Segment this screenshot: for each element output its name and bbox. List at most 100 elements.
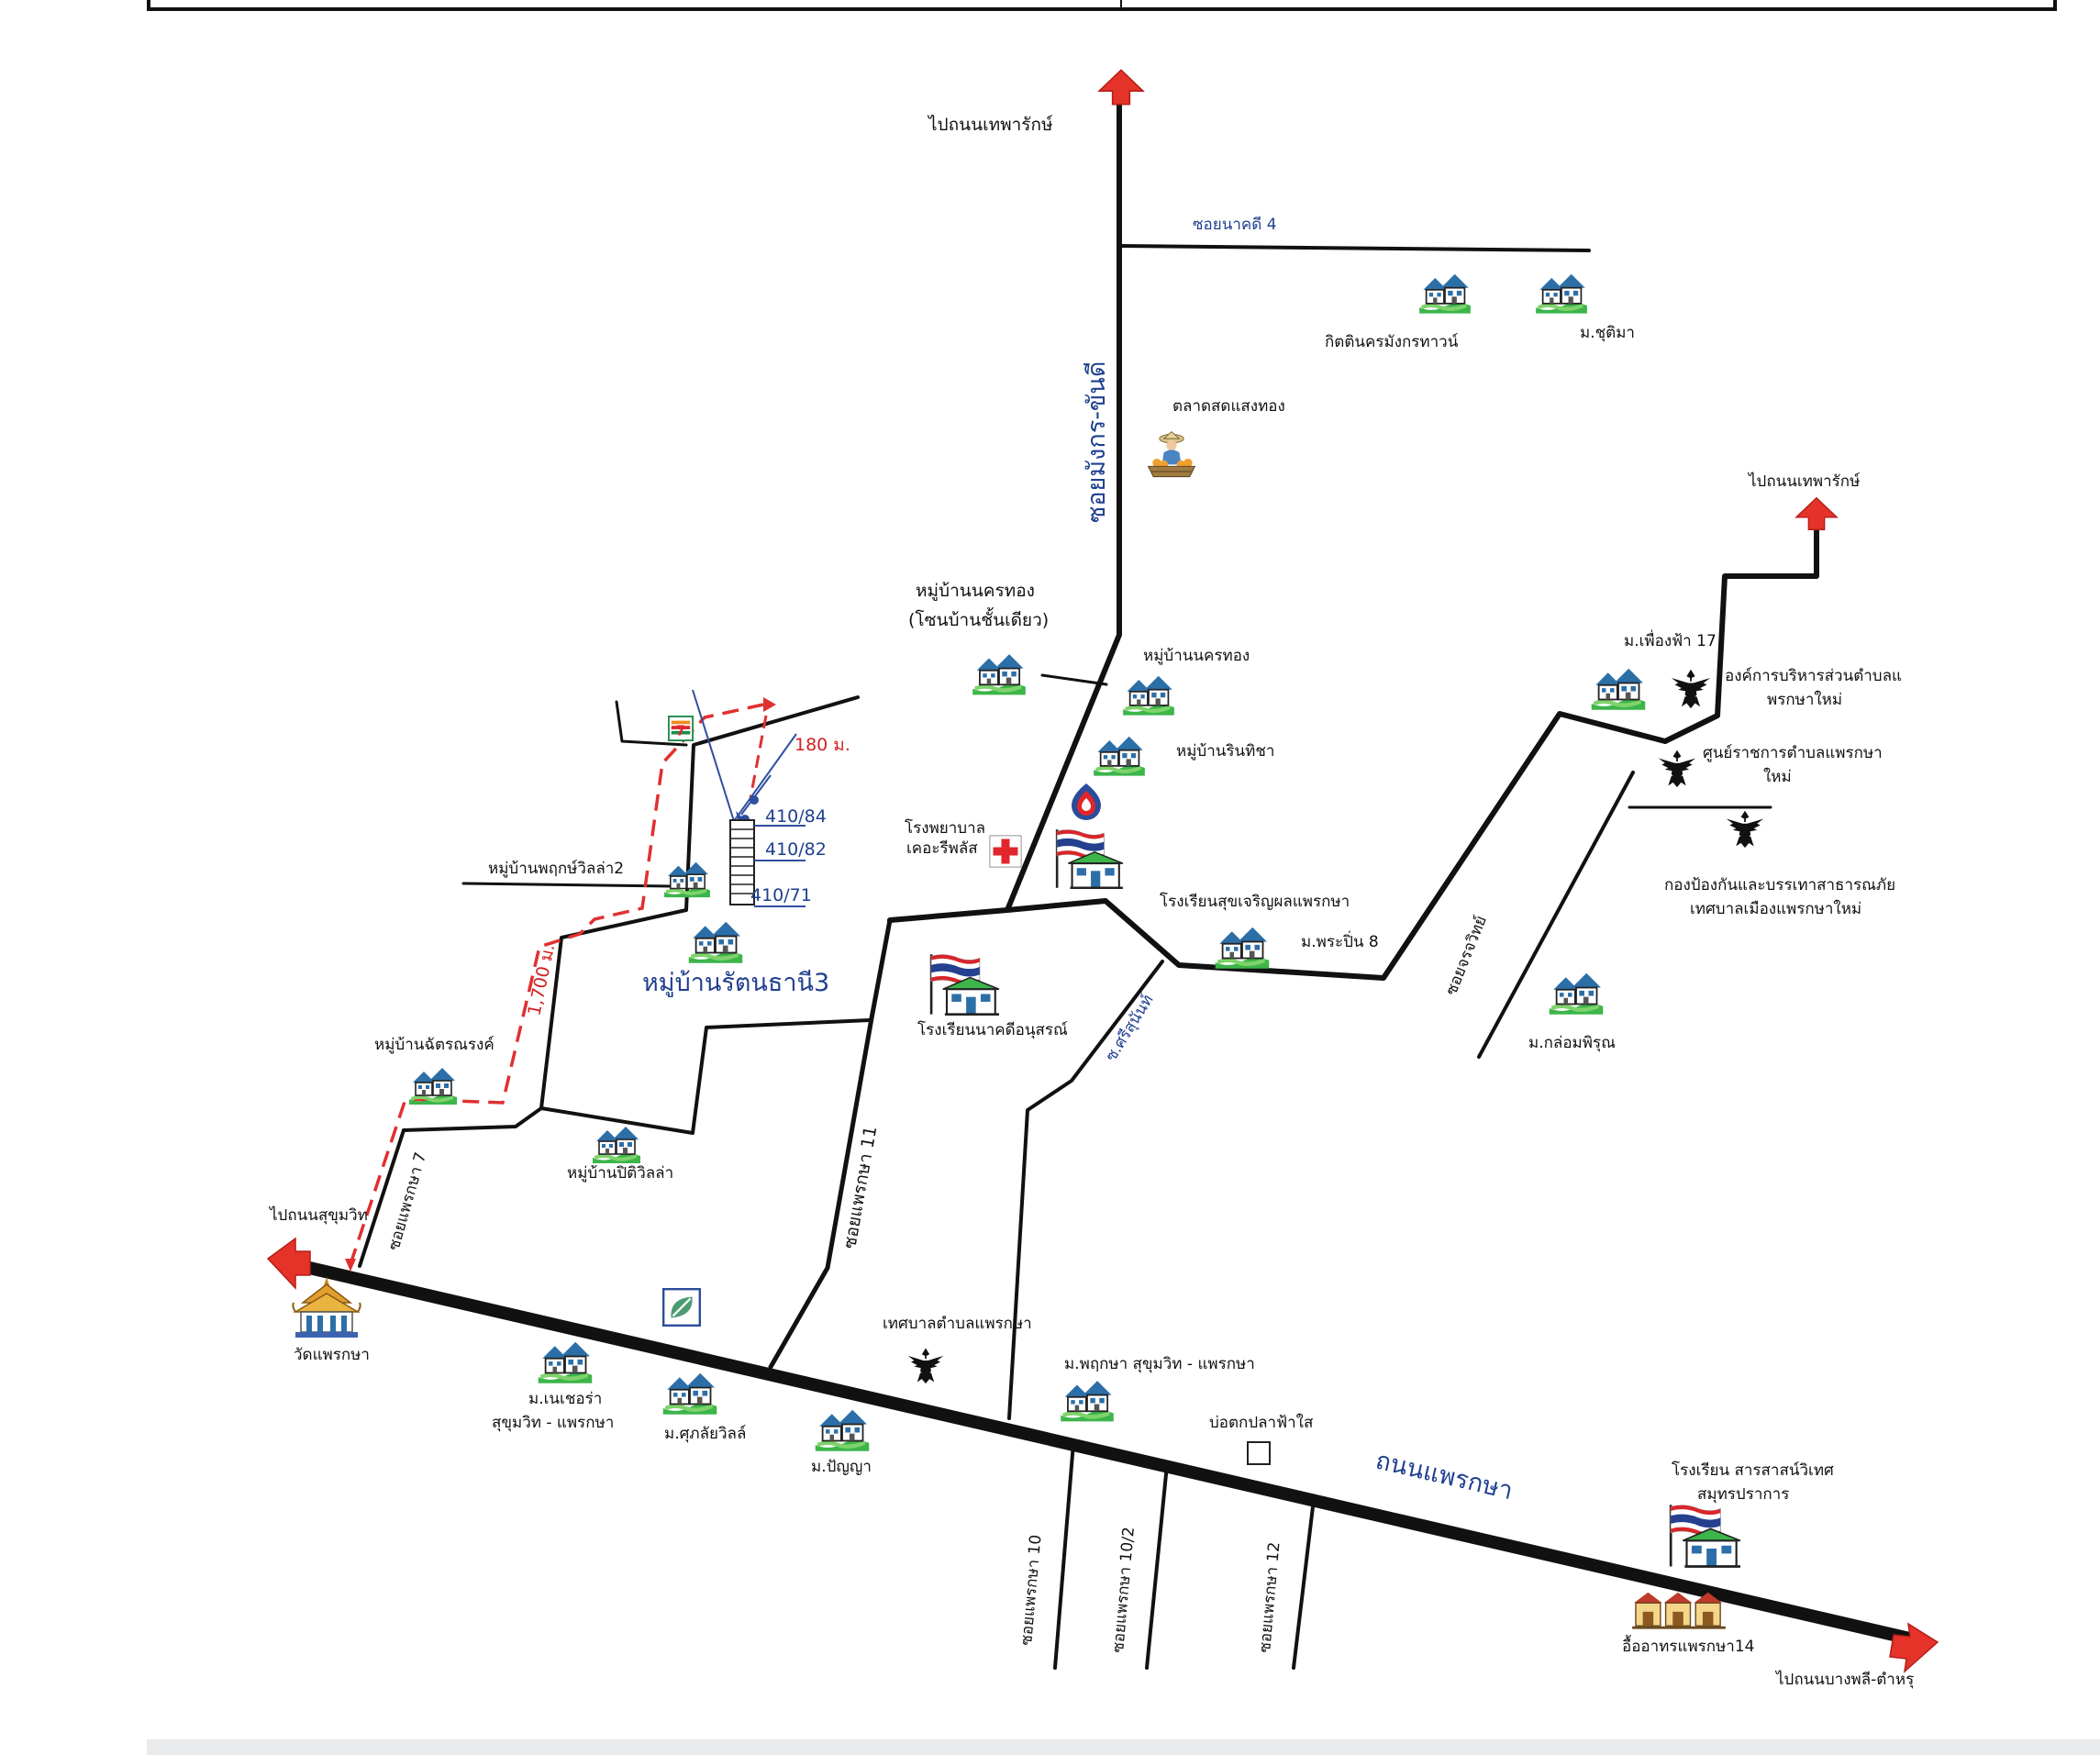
soi-10-2-label: ซอยแพรกษา 10/2 [1109, 1527, 1139, 1654]
soi-phraeksa-7[interactable] [358, 1128, 406, 1268]
sarasas-label-1: โรงเรียน สารสาสน์วิเทศ [1672, 1461, 1834, 1480]
hospital-label-2: เคอะรีพลัส [906, 839, 978, 858]
arrow-west-icon [266, 1237, 311, 1290]
garuda-icon[interactable] [1726, 810, 1764, 849]
phuksa-villa2-label: หมู่บ้านพฤกษ์วิลล่า2 [488, 860, 624, 878]
convenience-store-icon[interactable] [668, 716, 694, 741]
wat-label: วัดแพรกษา [294, 1346, 370, 1364]
red-cross-icon[interactable] [989, 835, 1022, 868]
house-icon[interactable] [1548, 972, 1605, 1016]
house-icon[interactable] [537, 1340, 594, 1384]
scan-band [147, 1739, 2100, 1755]
nakhon4-label: ซอยนาคดี 4 [1193, 216, 1277, 234]
to-thepharak-top-label: ไปถนนเทพารักษ์ [927, 115, 1053, 135]
house-icon[interactable] [972, 653, 1027, 696]
mangkon-road[interactable] [1005, 103, 1122, 913]
soi-charoen-label: ซอยจรจวิทย์ [1442, 914, 1491, 998]
gas-station-icon[interactable] [1072, 783, 1101, 820]
center-label-2: ใหม่ [1763, 767, 1792, 786]
garuda-icon[interactable] [1658, 750, 1696, 788]
kitti-label: กิตตินครมังกรทาวน์ [1325, 333, 1459, 351]
nakhonthong-single-sub-label: (โซนบ้านชั้นเดียว) [908, 607, 1049, 630]
hospital-label-1: โรงพยาบาล [905, 818, 985, 838]
arrow-northeast-icon [1795, 496, 1838, 531]
soi-10[interactable] [1053, 1441, 1075, 1670]
piti-villa-label: หมู่บ้านปิติวิลล่า [567, 1164, 673, 1183]
school-flag-icon[interactable] [929, 952, 1001, 1016]
soi-charoen[interactable] [1477, 771, 1635, 1059]
pond-marker-icon[interactable] [1247, 1441, 1271, 1465]
house-icon[interactable] [1122, 674, 1175, 716]
to-thepharak-right-label: ไปถนนเทพารักษ์ [1747, 472, 1861, 491]
top-left-road[interactable] [615, 700, 688, 747]
nakhonthong-single-label: หมู่บ้านนครทอง [916, 581, 1035, 601]
house-icon[interactable] [661, 1372, 718, 1416]
soi-phraeksa-11[interactable] [768, 917, 893, 1370]
house-icon[interactable] [1535, 272, 1588, 315]
branch-nakhonthong[interactable] [1040, 673, 1108, 686]
market-label: ตลาดสดแสงทอง [1172, 397, 1285, 416]
house-icon[interactable] [1214, 926, 1271, 970]
supalai-label: ม.ศุภลัยวิลล์ [664, 1425, 746, 1443]
left-road-b[interactable] [539, 695, 860, 1110]
soi-phraeksa-11-label: ซอยแพรกษา 11 [839, 1125, 881, 1250]
neocha-label-2: สุขุมวิท - แพรกษา [492, 1414, 614, 1432]
phuksa-road[interactable] [461, 882, 673, 888]
temple-icon[interactable] [292, 1276, 361, 1338]
house-icon[interactable] [687, 920, 744, 964]
soi-12-label: ซอยแพรกษา 12 [1256, 1541, 1283, 1653]
center-label-1: ศูนย์ราชการตำบลแพรกษา [1703, 744, 1883, 762]
disaster-label-2: เทศบาลเมืองแพรกษาใหม่ [1690, 899, 1861, 918]
main-road-label: ถนนแพรกษา [1372, 1447, 1515, 1505]
obt-label-1: องค์การบริหารส่วนตำบลแ [1725, 667, 1902, 685]
soi-10-label: ซอยแพรกษา 10 [1017, 1534, 1045, 1646]
school-nakhonu-label: โรงเรียนนาคดีอนุสรณ์ [917, 1020, 1068, 1039]
house-icon[interactable] [814, 1408, 871, 1452]
house-number-a: 410/84 [765, 806, 827, 827]
garuda-icon[interactable] [1671, 669, 1711, 709]
house-callouts [692, 689, 806, 907]
map-labels: ไปถนนเทพารักษ์ ไปถนนเทพารักษ์ ไปถนนสุขุม… [268, 115, 1914, 1689]
house-icon[interactable] [408, 1067, 458, 1105]
rinthida-label: หมู่บ้านรินทิชา [1176, 742, 1274, 761]
ring-road[interactable] [887, 513, 1819, 981]
house-icon[interactable] [1418, 272, 1472, 315]
page-frame [147, 0, 2057, 11]
nakhon4-road[interactable] [1117, 244, 1591, 252]
phruksa-label: ม.พฤกษา สุขุมวิท - แพรกษา [1064, 1355, 1255, 1373]
soi-10-2[interactable] [1145, 1463, 1169, 1670]
house-icon[interactable] [592, 1126, 641, 1164]
panya-label: ม.ปัญญา [811, 1458, 872, 1476]
school-flag-icon[interactable] [1669, 1503, 1742, 1568]
to-bangphli-label: ไปถนนบางพลี-ตำหรุ [1774, 1670, 1914, 1689]
garuda-icon[interactable] [907, 1348, 944, 1384]
chatnarong-label: หมู่บ้านฉัตรณรงค์ [374, 1036, 494, 1054]
rattanathani3-label: หมู่บ้านรัตนธานี3 [642, 969, 829, 997]
disaster-label-1: กองป้องกันและบรรเทาสาธารณภัย [1664, 876, 1895, 894]
sarasas-label-2: สมุทรปราการ [1697, 1485, 1789, 1504]
soi-sri[interactable] [1007, 960, 1164, 1420]
house-icon[interactable] [1060, 1380, 1115, 1423]
market-vendor-icon[interactable] [1148, 431, 1195, 478]
map-icons [292, 272, 1764, 1629]
house-icon[interactable] [1590, 667, 1647, 711]
left-road-a[interactable] [402, 1018, 872, 1135]
bank-logo-icon[interactable] [662, 1288, 701, 1327]
apartments-label: อื้ออาทรแพรกษา14 [1622, 1635, 1754, 1656]
house-icon[interactable] [1093, 735, 1146, 777]
soi-12[interactable] [1292, 1497, 1316, 1670]
arrow-north-icon [1098, 69, 1144, 106]
main-road[interactable] [287, 1258, 1924, 1647]
house-number-b: 410/82 [765, 839, 827, 860]
arrow-east-icon [1889, 1622, 1939, 1673]
chutima-label: ม.ชุติมา [1580, 324, 1635, 342]
obt-label-2: พรกษาใหม่ [1767, 690, 1842, 709]
klompirun-label: ม.กล่อมพิรุณ [1528, 1034, 1616, 1052]
nakhonthong-label: หมู่บ้านนครทอง [1143, 647, 1250, 665]
distance-180: 180 ม. [794, 735, 850, 755]
pond-label: บ่อตกปลาฟ้าใส [1209, 1413, 1314, 1432]
school-flag-icon[interactable] [1055, 828, 1125, 890]
pueangfa-label: ม.เพื่องฟ้า 17 [1624, 629, 1717, 650]
shophouse-icon[interactable] [1630, 1591, 1728, 1629]
neocha-label-1: ม.เนเชอร่า [528, 1390, 602, 1408]
